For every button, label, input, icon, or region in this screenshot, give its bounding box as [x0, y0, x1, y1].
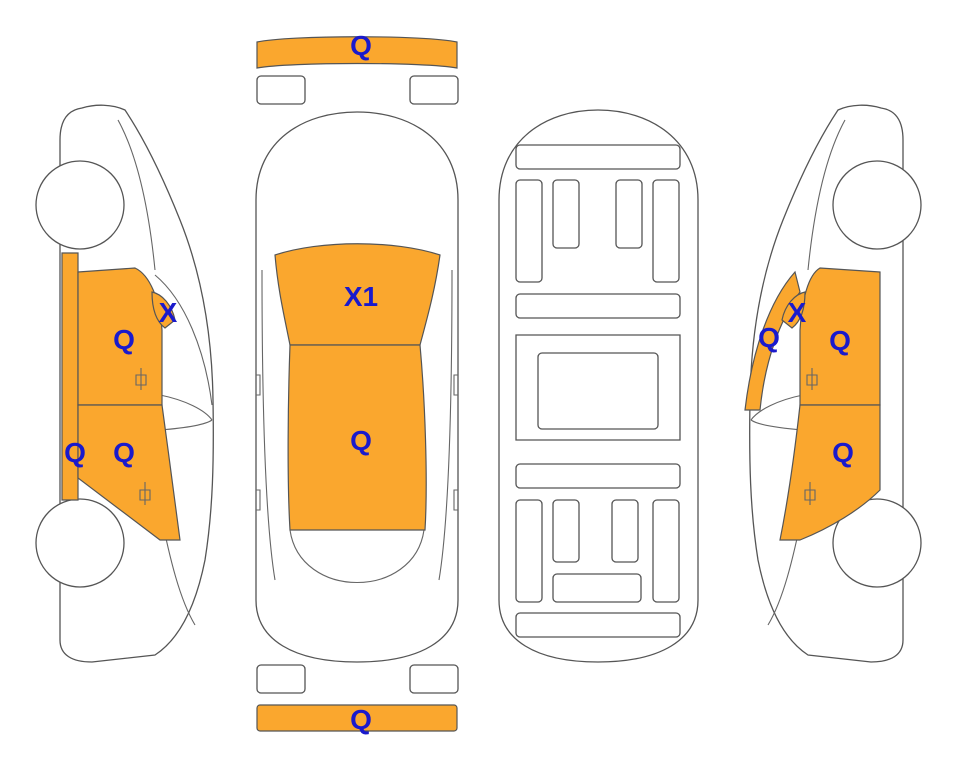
label-left-rear-door: Q: [113, 437, 135, 468]
underbody-rear-right-rail: [652, 499, 680, 603]
left-rear-wheel: [35, 498, 125, 588]
left-front-wheel: [35, 160, 125, 250]
left-rocker-panel: [61, 252, 79, 501]
right-rear-door: [779, 404, 881, 541]
label-right-a-pillar: Q: [758, 322, 780, 353]
top-side-mirrors: [256, 374, 458, 511]
rear-right-taillight: [409, 664, 459, 694]
label-rear-bumper: Q: [350, 704, 372, 735]
underbody-front-crossmember: [515, 144, 681, 170]
underbody-mid-front-bar: [515, 293, 681, 319]
front-right-headlight: [409, 75, 459, 105]
right-side-view: Q Q Q X: [744, 104, 922, 663]
front-left-headlight: [256, 75, 306, 105]
underbody-front-left-inner: [552, 179, 580, 249]
label-right-front-door: Q: [829, 325, 851, 356]
left-rear-door: [77, 404, 181, 541]
left-side-greenhouse: [154, 274, 213, 431]
rear-left-taillight: [256, 664, 306, 694]
roof-hood-panel: [287, 344, 427, 531]
windshield: [274, 243, 441, 346]
label-windshield: X1: [344, 281, 378, 312]
label-hood: Q: [350, 425, 372, 456]
label-left-front-door: Q: [113, 324, 135, 355]
rear-bumper: [256, 704, 458, 732]
underbody-view: [498, 109, 699, 663]
underbody-front-right-rail: [652, 179, 680, 283]
label-left-rocker: Q: [64, 437, 86, 468]
left-front-window: [151, 291, 176, 329]
left-side-roofline: [117, 119, 156, 271]
top-body-inner-lines: [261, 269, 453, 584]
underbody-rear-left-inner: [552, 499, 580, 563]
label-front-bumper: Q: [350, 30, 372, 61]
underbody-rear-crossmember: [515, 612, 681, 638]
underbody-front-right-inner: [615, 179, 643, 249]
label-right-rear-door: Q: [832, 437, 854, 468]
underbody-mid-rear-bar: [515, 463, 681, 489]
right-rear-door-handle: [804, 482, 816, 505]
underbody-rear-left-rail: [515, 499, 543, 603]
right-rear-wheel: [832, 498, 922, 588]
left-side-view: Q Q Q X: [35, 104, 214, 663]
left-front-door-handle: [135, 368, 147, 390]
front-bumper: [256, 36, 458, 69]
label-right-front-window: X: [788, 297, 807, 328]
left-rear-door-handle: [139, 482, 151, 505]
right-front-door-handle: [806, 368, 818, 390]
top-view: Q X1 Q Q: [255, 30, 459, 735]
label-left-front-window: X: [159, 297, 178, 328]
underbody-front-left-rail: [515, 179, 543, 283]
underbody-rear-box: [552, 573, 642, 603]
underbody-center-pan: [537, 352, 659, 430]
right-front-wheel: [832, 160, 922, 250]
right-side-roofline: [807, 119, 846, 271]
underbody-rear-right-inner: [611, 499, 639, 563]
right-front-window: [781, 291, 806, 329]
